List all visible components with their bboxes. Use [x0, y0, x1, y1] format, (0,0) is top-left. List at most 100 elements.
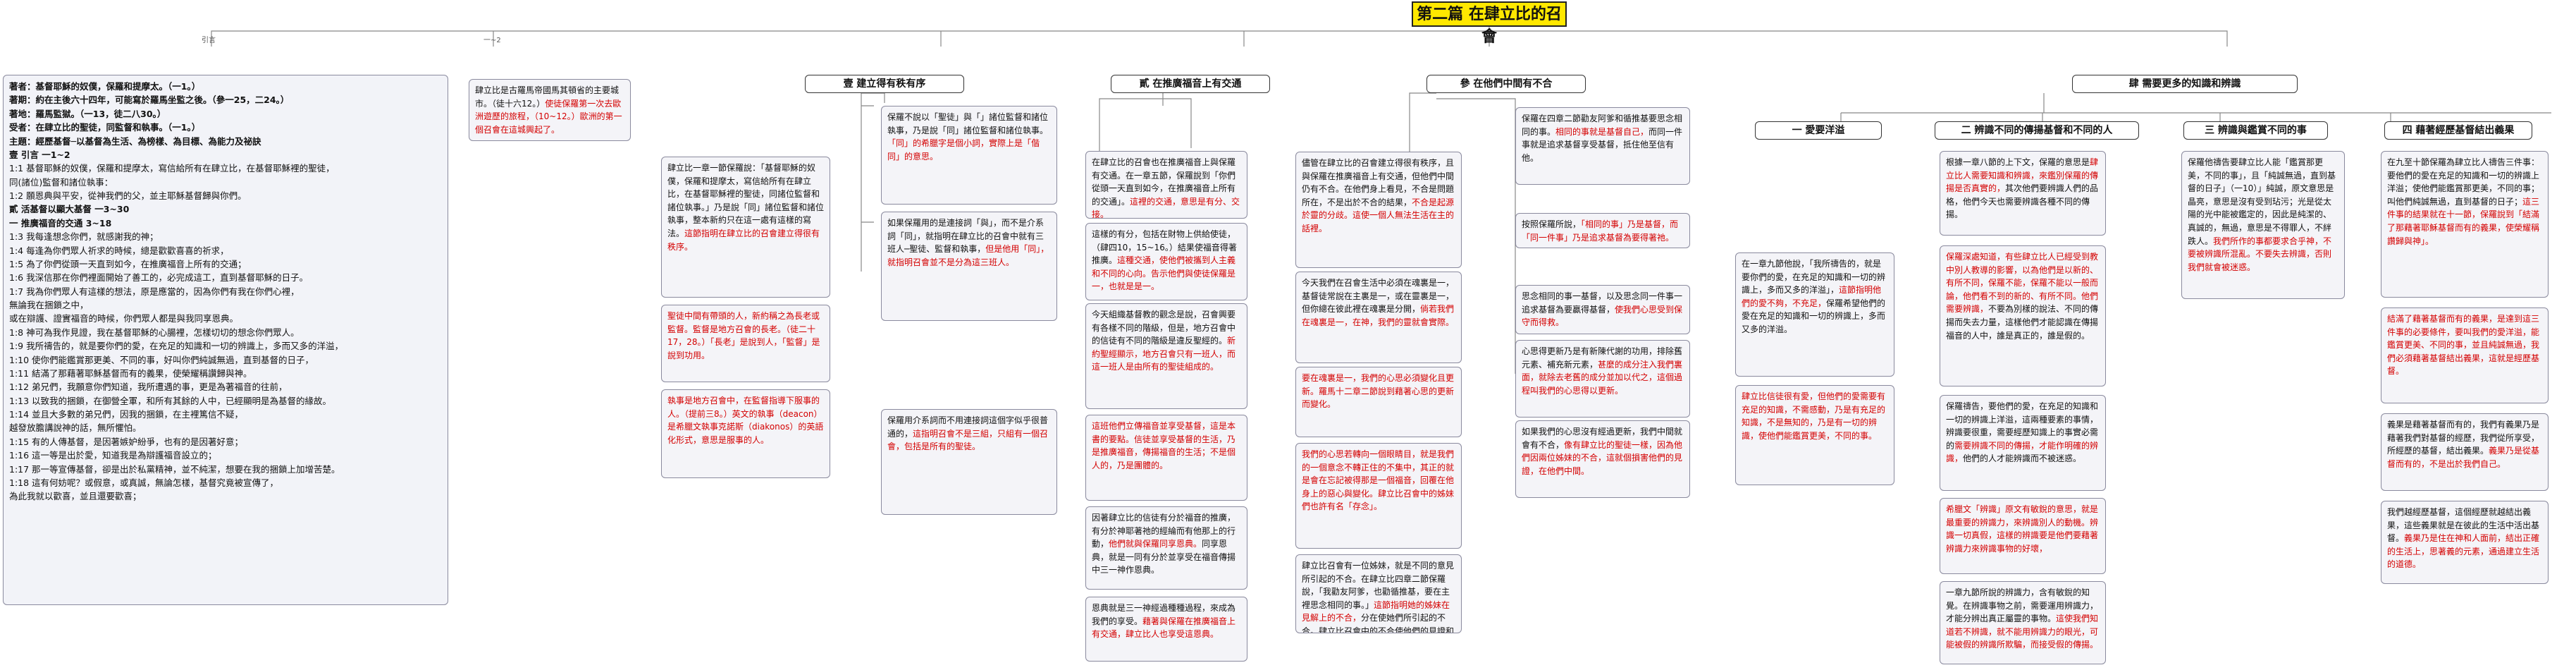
note-text: 這節指明在肆立比的召會建立得很有秩序。 [667, 228, 820, 252]
branch-note: 思念相同的事一基督，以及思念同一件事一追求基督為要贏得基督，使我們心思受到保守而… [1515, 285, 1690, 334]
note-text: 儘管在肆立比的召會建立得很有秩序，且與保羅在推廣福音上有交通，但他們中間仍有不合… [1302, 158, 1455, 207]
intro-head-key: 受者： [9, 122, 36, 133]
intro-line: 1:5 為了你們從頭一天直到如今，在推廣福音上所有的交通； [9, 258, 247, 269]
intro-line: 1:11 結滿了那藉著耶穌基督而有的義果，使榮耀稱讚歸與神。 [9, 367, 252, 379]
note-text: 不要失去辨識，否則我們就會被迷惑。 [2188, 249, 2332, 272]
branch-note: 因著肆立比的信徒有分於福音的推廣，有分於神耶著祂的經綸而有他那上的行動，他們就與… [1085, 506, 1247, 590]
note-text: 保羅他禱告要肆立比人能「鑑賞那更美，不同的事」，且「純誠無過，直到基督的日子」（… [2188, 157, 2336, 246]
sub-note: 希臘文「辨識」原文有敏銳的意思，就是最重要的辨識力，來辨識別人的動機。辨識一切真… [1940, 498, 2106, 574]
note-text: 藉著與保羅在推廣福音上有交通，肆立比人也享受這恩典。 [1092, 616, 1236, 640]
city-text: 肆立比是古羅馬帝國馬其頓省的主要城市。（徒十六12。） [475, 85, 620, 109]
note-text: 同享恩典，就是一同有分於並享受在福音傳揚中三一神作恩典。 [1092, 539, 1236, 575]
note-text: 希臘文「辨識」原文有敏銳的意思，就是最重要的辨識力，來辨識別人的動機。 [1946, 504, 2099, 528]
intro-head-key: 主題： [9, 135, 36, 147]
sub-note: 保羅深處知道，有些肆立比人已經受到教中別人教導的影響，以為他們是以新的、有所不同… [1940, 245, 2106, 386]
note-text: 肆立比一章一節保羅說：「基督耶穌的奴僕，保羅和提摩太，寫信給所有在肆立比，在基督… [667, 163, 825, 238]
note-text: 他們的人才能辨識而不被迷惑。 [1963, 453, 2082, 464]
note-text: 不要為別樣的說法、不同的傳揚而失去力量，這樣他們才能認識在傳揚福音的人中，誰是真… [1946, 304, 2099, 341]
intro-line: 越發放膽講說神的話，無所懼怕。 [9, 422, 142, 434]
branch-note: 聖徒中間有帶頭的人，新約稱之為長老或監督。監督是地方召會的長老。（徒二十17，2… [661, 305, 830, 382]
intro-line: 1:15 有的人傳基督，是因著嫉妒紛爭，也有的是因著好意； [9, 436, 244, 447]
branch-title: 參 在他們中間有不合 [1426, 75, 1586, 93]
note-text: 保羅在四章二節勸友阿爹和循推基要思念相同的事。 [1522, 114, 1683, 137]
branch-title: 一 愛要洋溢 [1755, 121, 1882, 140]
branch-note: 我們的心思若轉向一個眼睛目，就是我們的一個意念不轉正住的不集中，其正的就是會在忘… [1295, 443, 1462, 549]
note-text: 而同一件事就是追求基督享受基督，抵住他至信有他。 [1522, 126, 1683, 163]
root-title: 第二篇 在肆立比的召會 [1412, 1, 1567, 46]
intro-head-value: 基督耶穌的奴僕，保羅和提摩太。（一1。） [35, 81, 201, 92]
note-text: 我們所作的事都要求合乎神，不要被辨識所混亂。 [2188, 236, 2332, 260]
intro-line: 1:6 我深信那在你們裡面開始了善工的，必完成這工，直到基督耶穌的日子。 [9, 272, 309, 284]
branch-title: 肆 需要更多的知識和辨識 [2072, 75, 2298, 93]
intro-head-key: 著地： [9, 108, 36, 119]
note-text: 肆立比信徒很有愛，但他們的愛需要有充足的知識，不需感動，乃是有充足的知識，不是無… [1742, 391, 1886, 441]
note-text: 不合是起源於靈的分歧。這使一個人無法生活在主的話裡。 [1302, 197, 1455, 233]
note-text: 相同的事就是基督自己， [1555, 126, 1649, 137]
intro-line: 同(諸位)監督和諸位執事： [9, 176, 113, 188]
note-text: 這使我們知道若不辨識，就不能用辨識力的眼光， [1946, 614, 2099, 637]
sub-note: 根據一章八節的上下文，保羅的意思是肆立比人需要知識和辨識，來鑑別保羅的傳揚是否真… [1940, 151, 2106, 236]
sub-note: 保羅禱告，要他們的愛，在充足的知識和一切的辨識上洋溢，這兩種要素的事情，辨識要很… [1940, 395, 2106, 491]
intro-line: 1:7 我為你們眾人有這樣的想法，原是應當的，因為你們有我在你們心裡， [9, 286, 300, 297]
note-text: 在肆立比的召會也在推廣福音上與保羅有交通。在一章五節，保羅說到「你們從頭一天直到… [1092, 157, 1236, 207]
intro-head-row: 著地：羅馬監獄。（一13，徒二八30。） [9, 107, 442, 121]
branch-note: 今天組織基督教的觀念是說，召會興要有各樣不同的階級，但是，地方召會中的信徒有不同… [1085, 303, 1247, 409]
note-text: 可能被假的辨識所欺騙，而接受假的傳揚。 [1946, 626, 2099, 650]
branch-note: 按照保羅所說，「相同的事」乃是基督，而「同一件事」乃是追求基督為要得著祂。 [1515, 213, 1690, 248]
note-text: 因著肆立比的信徒有分於福音的推廣，有分於神耶著祂的經綸而有他那上的行動， [1092, 513, 1236, 549]
note-text: 「同」的希臘字是個小詞， [887, 138, 990, 149]
sub-note: 在一章九節他說，「我所禱告的，就是要你們的愛，在充足的知識和一切的辨識上，多而又… [1735, 252, 1894, 377]
note-text: 思念相同的事一基督，以及思念同一件事一追求基督為要贏得基督， [1522, 291, 1683, 315]
note-text: 我們的心思若轉向一個眼睛目，就是我們的一個意念不轉正住的不集中，其正的就是會在忘… [1302, 449, 1455, 499]
branch-title: 二 辨識不同的傳揚基督和不同的人 [1935, 121, 2139, 140]
sub-note: 義果是藉著基督而有的，我們有義果乃是藉著我們對基督的經歷，我們從所享受，所經歷的… [2381, 413, 2549, 491]
intro-line: 1:16 這一等是出於愛，知道我是為辯護福音設立的； [9, 450, 217, 461]
note-text: 他們就與保羅同享恩典。 [1109, 539, 1202, 549]
intro-line: 1:4 每逢為你們眾人祈求的時候，總是歡歡喜喜的祈求， [9, 245, 229, 256]
intro-head-row: 著者：基督耶穌的奴僕，保羅和提摩太。（一1。） [9, 80, 442, 93]
intro-line: 1:12 弟兄們，我願意你們知道，我所遭遇的事，更是為著福音的往前， [9, 382, 288, 393]
intro-line: 無論我在捆鎖之中， [9, 300, 89, 310]
branch-note: 這班他們立傳福音並享受基督，這是本書的要點。信徒並享受基督的生活，乃是推廣福音，… [1085, 415, 1247, 501]
note-text: 義果乃是從基督而有的，不是出於我們自己。 [2387, 446, 2540, 469]
note-text: 倘若我們在魂裏是一，在神，我們的靈就會實際。 [1302, 304, 1455, 327]
city-text: 使徒保羅第一次去歐洲遊歷的旅程，（10~12。）歐洲的第一個召會在這城興起了。 [475, 98, 622, 135]
note-text: 辨識一切真假，這樣的辨識要是他們要藉著辨識力來辨識事物的好壞， [1946, 517, 2099, 554]
note-text: 心思得更新乃是有新陳代謝的功用，排除舊元素、補充新元素， [1522, 346, 1683, 370]
city-note: 肆立比是古羅馬帝國馬其頓省的主要城市。（徒十六12。）使徒保羅第一次去歐洲遊歷的… [469, 79, 631, 141]
sub-note: 我們越經歷基督，這個經歷就越結出義果，這些義果就是在彼此的生活中活出基督。義果乃… [2381, 501, 2549, 584]
note-text: 今天我們在召會生活中必須在魂裏是一，基督徒常說在主裏是一，或在靈裏是一，但你總在… [1302, 278, 1455, 315]
intro-head-row: 主題：經歷基督─以基督為生活、為榜樣、為目標、為能力及祕訣 [9, 135, 442, 148]
note-text: 這指明召會不是三組，只組有一個召會，包括是所有的聖徒。 [887, 428, 1049, 452]
branch-note: 如果我們的心思沒有經過更新，我們中間就會有不合，像有肆立比的聖徒一樣，因為他們因… [1515, 420, 1690, 498]
intro-line: 貳 活基督以顯大基督 一3~30 [9, 204, 130, 215]
edge-label-intro: 引言 [202, 37, 216, 44]
note-text: 需要辨識不同的傳揚，才能作明確的辨識， [1946, 440, 2099, 464]
note-text: 保羅用介系詞而不用連接詞這個字似乎很普通的， [887, 415, 1049, 439]
intro-line: 1:17 那一等宣傳基督，卻是出於私黨精神，並不純潔，想要在我的捆鎖上加增苦楚。 [9, 463, 340, 475]
sub-note: 一章九節所說的辨識力，含有敏銳的知覺。在辨識事物之前，需要運用辨識力，才能分辨出… [1940, 581, 2106, 664]
note-text: 這樣的有分，包括在財物上供給使徒，（肆四10，15~16。）結果使福音得著推廣。 [1092, 229, 1237, 266]
intro-line: 1:18 這有何妨呢？或假意，或真誠，無論怎樣，基督究竟被宣傳了， [9, 477, 279, 488]
branch-note: 如果保羅用的是連接詞「與」，而不是介系詞「同」，就指明在肆立比的召會中就有三班人… [881, 212, 1057, 321]
sub-note: 肆立比信徒很有愛，但他們的愛需要有充足的知識，不需感動，乃是有充足的知識，不是無… [1735, 385, 1894, 485]
note-text: 執事是地方召會中，在監督指導下服事的人。（提前三8。）英文的執事（deacon）… [667, 396, 824, 445]
note-text: 恩典就是三一神經過種種過程，來成為我們的享受。 [1092, 603, 1236, 626]
note-text: 要在魂裏是一，我們的心思必須變化且更新。羅馬十二章二節說到藉著心思的更新而變化。 [1302, 373, 1455, 410]
note-text: 保羅深處知道，有些肆立比人已經受到教中別人教導的影響，以為他們是以新的、有所不同… [1946, 252, 2099, 315]
note-text: 肆立比召會有一位姊妹，就是不同的意見所引起的不合。在肆立比四章二節保羅說，「我勸… [1302, 561, 1455, 610]
branch-note: 心思得更新乃是有新陳代謝的功用，排除舊元素、補充新元素，甚麼的成分注入我們裏面，… [1515, 340, 1690, 418]
intro-head-key: 著者： [9, 81, 36, 92]
intro-line: 為此我就以歡喜，並且還要歡喜； [9, 491, 142, 502]
intro-line: 壹 引言 一1~2 [9, 149, 70, 160]
note-text: 保羅不說以「聖徒」與「」諸位監督和諸位執事，乃是說「同」諸位監督和諸位執事。 [887, 112, 1049, 135]
intro-line: 一 推廣福音的交通 3~18 [9, 217, 112, 229]
note-text: 肆立比召會中的姊妹們也許有名「存念」。 [1302, 488, 1455, 512]
note-text: 這節指明他們的愛不夠，不充足， [1742, 285, 1882, 308]
note-text: 「相同的事」乃是基督，而「同一件事」乃是追求基督為要得著祂。 [1522, 219, 1679, 243]
branch-note: 在肆立比的召會也在推廣福音上與保羅有交通。在一章五節，保羅說到「你們從頭一天直到… [1085, 151, 1247, 219]
branch-note: 儘管在肆立比的召會建立得很有秩序，且與保羅在推廣福音上有交通，但他們中間仍有不合… [1295, 152, 1462, 268]
note-text: 甚麼的成分注入我們裏面，就除去老舊的成分並加以代之，這個過程叫我們的心思得以更新… [1522, 359, 1683, 396]
note-text: 告示他們與使徒保羅是一，也就是是一。 [1092, 268, 1236, 292]
note-text: 今天組織基督教的觀念是說，召會興要有各樣不同的階級，但是，地方召會中的信徒有不同… [1092, 310, 1236, 346]
